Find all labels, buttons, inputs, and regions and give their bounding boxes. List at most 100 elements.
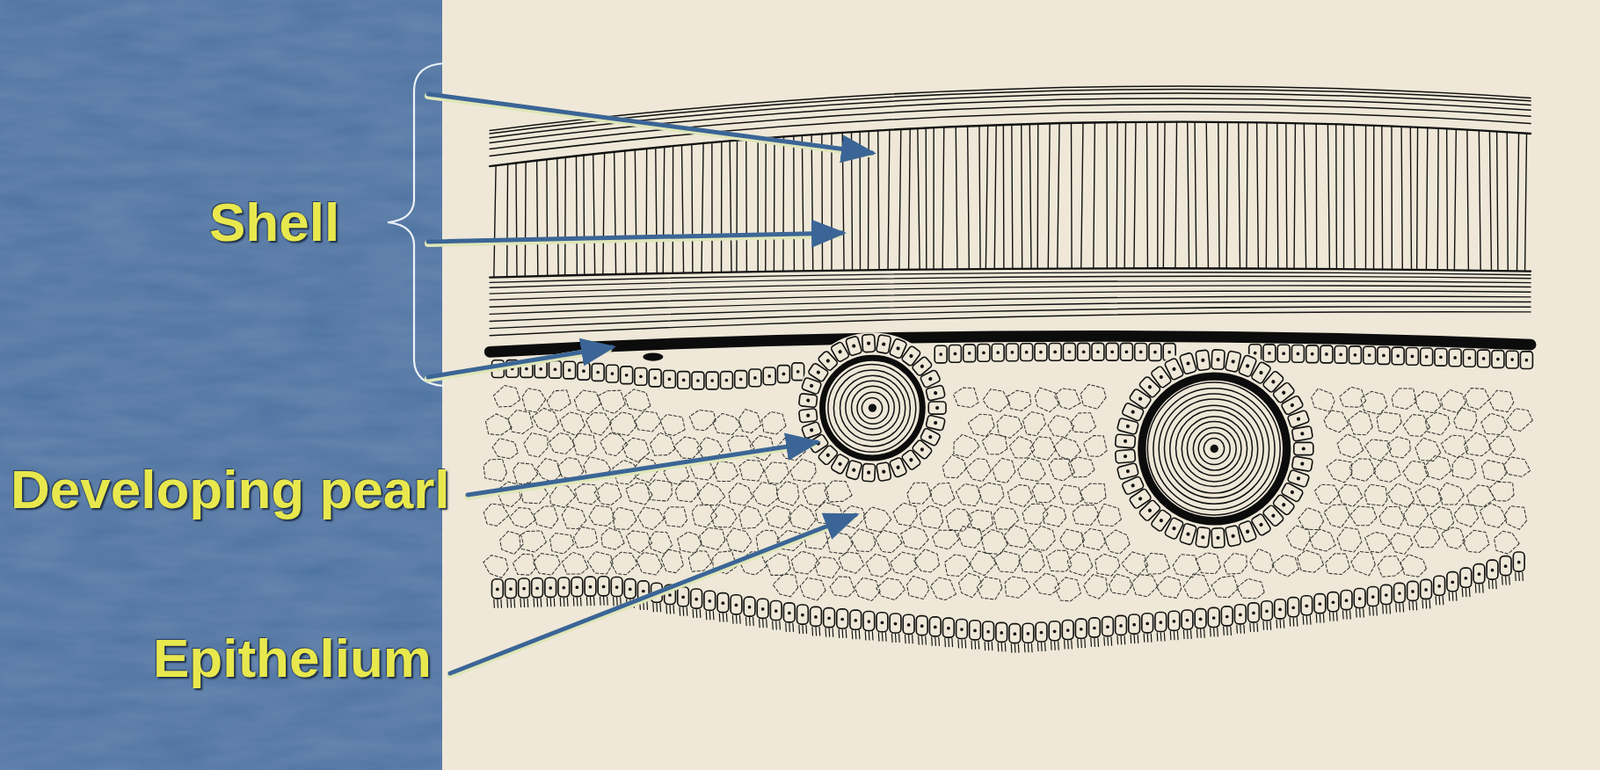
prism-line (1381, 125, 1383, 270)
pearl-surface (822, 357, 924, 459)
tissue-cell (824, 480, 852, 502)
tissue-cell (560, 412, 585, 437)
cell-nucleus (1345, 598, 1349, 603)
epithelial-cell (720, 371, 733, 390)
epithelial-cell (1020, 343, 1033, 362)
cilium (1106, 637, 1109, 646)
tissue-cell (1030, 436, 1056, 461)
cell-nucleus (1453, 356, 1457, 360)
cilium (858, 630, 861, 639)
cell-nucleus (880, 620, 885, 625)
pearl-layer (1170, 405, 1259, 494)
sac-ground (797, 332, 949, 484)
sac-cell (861, 334, 875, 353)
cell-nucleus (1066, 628, 1070, 633)
cilium (818, 627, 821, 636)
cell-nucleus (1215, 536, 1220, 540)
epithelial-cell (1301, 596, 1313, 616)
prism-line (1506, 131, 1508, 271)
tissue-cell (876, 578, 906, 601)
epithelial-cell (597, 576, 610, 597)
cilium (878, 632, 880, 641)
epithelial-cell (1353, 588, 1366, 608)
cell-nucleus (681, 595, 685, 599)
epithelial-cell (1334, 345, 1347, 364)
prism-line (1373, 125, 1375, 270)
cell-nucleus (895, 465, 901, 470)
cilium (493, 599, 495, 608)
cell-nucleus (1353, 353, 1358, 357)
tissue-cell (1097, 503, 1121, 526)
tissue-cell (712, 413, 741, 435)
cilium (567, 597, 569, 606)
cilium (1050, 641, 1053, 650)
epithelial-cell (1407, 581, 1419, 601)
epithelial-cell (1034, 343, 1048, 362)
cell-nucleus (960, 627, 964, 632)
cell-nucleus (1130, 409, 1136, 415)
epithelial-cell (1194, 609, 1207, 629)
tissue-cell (1311, 388, 1335, 412)
cilium (603, 596, 605, 605)
epithelial-cell (1261, 601, 1273, 621)
cell-nucleus (1468, 356, 1472, 361)
cell-nucleus (1251, 611, 1256, 616)
epithelial-cell (1520, 351, 1533, 370)
tissue-cell (1080, 483, 1106, 504)
prism-line (1286, 123, 1288, 270)
cilium (560, 597, 562, 606)
tissue-cell (634, 411, 661, 432)
cilium (705, 610, 708, 619)
cell-nucleus (1289, 489, 1295, 495)
cell-nucleus (575, 585, 580, 590)
tissue-cell (739, 505, 764, 529)
tissue-cell (765, 553, 791, 576)
cilium (1070, 640, 1073, 649)
cilium (1010, 644, 1013, 653)
sac-cell-wall (799, 392, 818, 408)
epithelial-cell (1367, 586, 1379, 606)
cilium (1186, 630, 1189, 639)
tissue-cell (1082, 528, 1106, 550)
inner-epithelium (491, 552, 1525, 653)
tissue-cell (1080, 384, 1106, 409)
tissue-cell (994, 551, 1020, 573)
cilium (1429, 600, 1432, 609)
prism-line (1057, 123, 1060, 269)
cell-nucleus (825, 358, 831, 364)
cilium (792, 623, 794, 632)
tissue-cell (800, 577, 826, 601)
tissue-cell (589, 505, 615, 526)
cell-nucleus (1295, 416, 1301, 422)
cell-nucleus (1244, 363, 1250, 369)
epithelial-cell (929, 617, 941, 637)
cilium (1156, 632, 1159, 641)
epithelial-cell (836, 609, 849, 629)
epithelial-cell (982, 621, 995, 641)
tissue-cell (893, 502, 917, 526)
epithelial-cell (1128, 614, 1141, 634)
cilium (1265, 621, 1268, 630)
cell-nucleus (567, 368, 572, 372)
tissue-cell (636, 552, 662, 575)
cilium (898, 633, 901, 642)
tissue-cell (697, 482, 726, 506)
tissue-cell (509, 507, 537, 528)
tissue-cell (1083, 574, 1108, 599)
cilium (951, 638, 953, 647)
cilium (765, 619, 768, 628)
tissue-cell (1403, 460, 1429, 485)
epithelial-cell (1306, 345, 1319, 364)
cilium (652, 603, 655, 611)
cilium (699, 609, 702, 618)
cell-nucleus (1358, 596, 1362, 601)
epithelial-cell (1380, 584, 1392, 604)
cell-nucleus (808, 383, 814, 388)
outer-epithelium (491, 342, 1533, 389)
cilium (749, 617, 751, 626)
prism-line (899, 129, 902, 270)
cilium (957, 640, 960, 648)
cell-nucleus (927, 376, 933, 382)
tissue-cell (907, 575, 930, 599)
prism-line (575, 155, 578, 276)
